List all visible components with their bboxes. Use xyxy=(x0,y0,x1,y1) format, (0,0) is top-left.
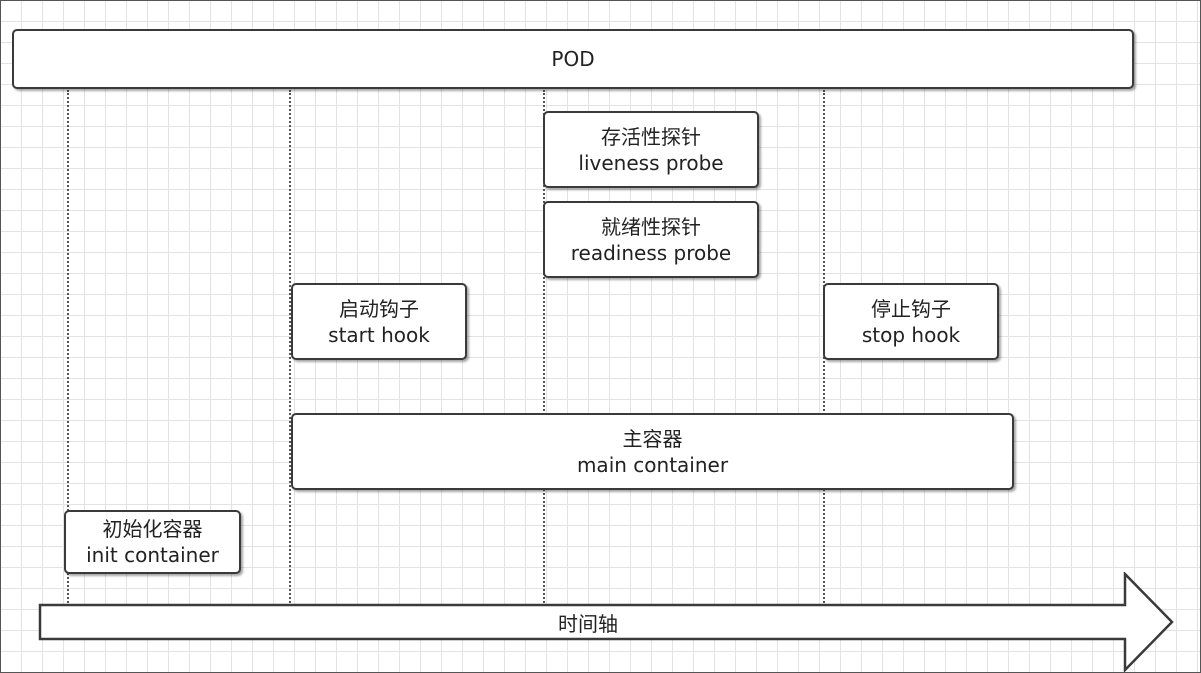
init-container-box: 初始化容器 init container xyxy=(64,510,241,574)
init-container-en: init container xyxy=(86,543,219,567)
liveness-probe-en: liveness probe xyxy=(578,150,724,175)
liveness-probe-box: 存活性探针 liveness probe xyxy=(543,111,759,188)
timeline-label: 时间轴 xyxy=(558,611,618,636)
readiness-probe-en: readiness probe xyxy=(570,240,732,265)
pod-box: POD xyxy=(12,29,1134,89)
phase-line-init xyxy=(67,90,69,606)
timeline-arrow-shape xyxy=(38,572,1174,672)
start-hook-en: start hook xyxy=(328,322,430,347)
phase-line-probe xyxy=(543,90,545,606)
stop-hook-en: stop hook xyxy=(861,322,961,347)
readiness-probe-box: 就绪性探针 readiness probe xyxy=(543,201,759,278)
main-container-box: 主容器 main container xyxy=(291,413,1014,490)
main-container-zh: 主容器 xyxy=(622,426,683,451)
stop-hook-zh: 停止钩子 xyxy=(871,296,951,321)
stop-hook-box: 停止钩子 stop hook xyxy=(823,283,999,360)
timeline-arrow xyxy=(38,572,1174,672)
main-container-en: main container xyxy=(576,452,729,477)
pod-label: POD xyxy=(551,47,595,71)
start-hook-zh: 启动钩子 xyxy=(339,296,419,321)
start-hook-box: 启动钩子 start hook xyxy=(291,283,467,360)
liveness-probe-zh: 存活性探针 xyxy=(601,124,701,149)
init-container-zh: 初始化容器 xyxy=(102,517,203,541)
phase-line-start xyxy=(289,90,291,606)
readiness-probe-zh: 就绪性探针 xyxy=(601,214,701,239)
